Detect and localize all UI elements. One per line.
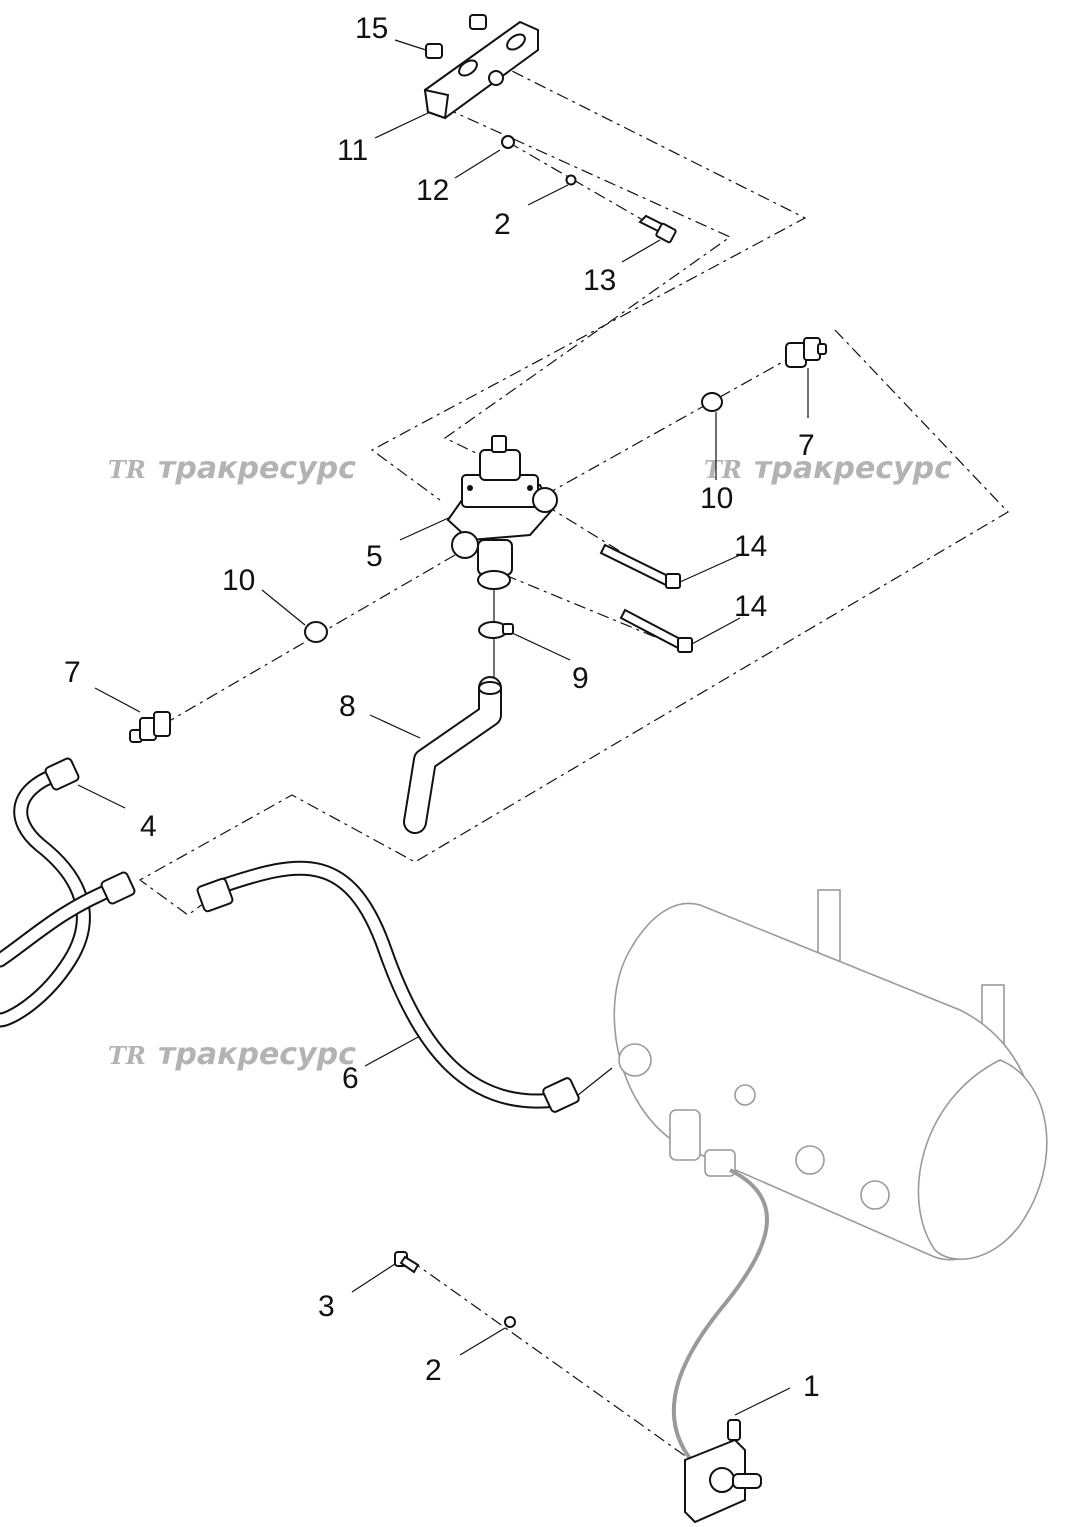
bracket-slot xyxy=(458,59,478,77)
tank-port xyxy=(734,1084,756,1106)
o-ring-10 xyxy=(701,392,723,412)
assembly-line-fitting-left xyxy=(139,554,456,739)
assembly-line-bottom-bracket xyxy=(409,1259,706,1471)
callout-8: 8 xyxy=(339,690,356,723)
hose-nut xyxy=(196,877,234,913)
callout-14: 14 xyxy=(734,590,767,623)
hose-nut xyxy=(542,1077,580,1113)
assembly-line-bolt-14b xyxy=(504,574,683,649)
callout-2: 2 xyxy=(425,1354,442,1387)
callout-14: 14 xyxy=(734,530,767,563)
watermark-top-right: TR тракресурс xyxy=(704,451,952,486)
callout-4: 4 xyxy=(140,810,157,843)
callout-5: 5 xyxy=(366,540,383,573)
lock-washer-2 xyxy=(565,174,577,186)
callout-13: 13 xyxy=(583,264,616,297)
callout-7: 7 xyxy=(64,656,81,689)
washer-12 xyxy=(501,135,515,149)
drain-bracket-1 xyxy=(684,1419,762,1524)
tank-port xyxy=(860,1180,890,1210)
lock-washer-2 xyxy=(504,1316,516,1328)
callout-12: 12 xyxy=(416,174,449,207)
watermark-text: тракресурс xyxy=(158,1037,356,1072)
callout-6: 6 xyxy=(342,1062,359,1095)
bolt-3 xyxy=(394,1251,420,1274)
hose-6 xyxy=(196,860,580,1113)
assembly-line-bolt-13 xyxy=(507,141,661,231)
hose-nut xyxy=(100,871,136,905)
callout-9: 9 xyxy=(572,662,589,695)
watermark-logo: TR xyxy=(704,455,742,484)
assembly-lines xyxy=(138,59,1009,1471)
watermark-text: тракресурс xyxy=(754,451,952,486)
callout-2: 2 xyxy=(494,208,511,241)
watermark-text: тракресурс xyxy=(158,451,356,486)
pressure-valve xyxy=(446,435,558,590)
air-tank xyxy=(613,889,1048,1472)
callout-10: 10 xyxy=(700,482,733,515)
hose-nut xyxy=(44,757,80,791)
assembly-line-bracket-valve xyxy=(370,59,807,501)
hose-4 xyxy=(0,757,136,1028)
assembly-line-hoses xyxy=(138,329,1009,916)
leader-lines xyxy=(77,39,809,1416)
assembly-line-bolt-valve xyxy=(443,107,732,456)
fitting-7 xyxy=(129,711,171,743)
callout-11: 11 xyxy=(337,134,368,167)
drain-cable xyxy=(671,1168,769,1472)
watermark-logo: TR xyxy=(108,1041,146,1070)
watermark-logo: TR xyxy=(108,455,146,484)
tank-drain-valve xyxy=(669,1109,701,1161)
bolt-14 xyxy=(599,543,693,653)
tank-port xyxy=(795,1145,825,1175)
callout-1: 1 xyxy=(803,1370,820,1403)
bracket-slot xyxy=(506,33,526,51)
nut-15 xyxy=(425,14,487,59)
pipe-8 xyxy=(403,676,502,834)
clamp-9 xyxy=(478,621,514,639)
tank-port xyxy=(618,1043,652,1077)
watermark-top-left: TR тракресурс xyxy=(108,451,356,486)
o-ring-10 xyxy=(304,621,328,643)
bolt-13 xyxy=(638,214,677,244)
mounting-bracket-top xyxy=(423,20,539,120)
fitting-7 xyxy=(785,337,827,368)
callout-10: 10 xyxy=(222,564,255,597)
callout-labels: 15 11 12 2 13 7 10 5 14 14 10 7 9 8 4 6 … xyxy=(64,12,820,1403)
callout-15: 15 xyxy=(355,12,388,45)
watermark-mid-left: TR тракресурс xyxy=(108,1037,356,1072)
callout-3: 3 xyxy=(318,1290,335,1323)
assembly-line-fitting-right xyxy=(544,354,796,496)
callout-7: 7 xyxy=(798,429,815,462)
